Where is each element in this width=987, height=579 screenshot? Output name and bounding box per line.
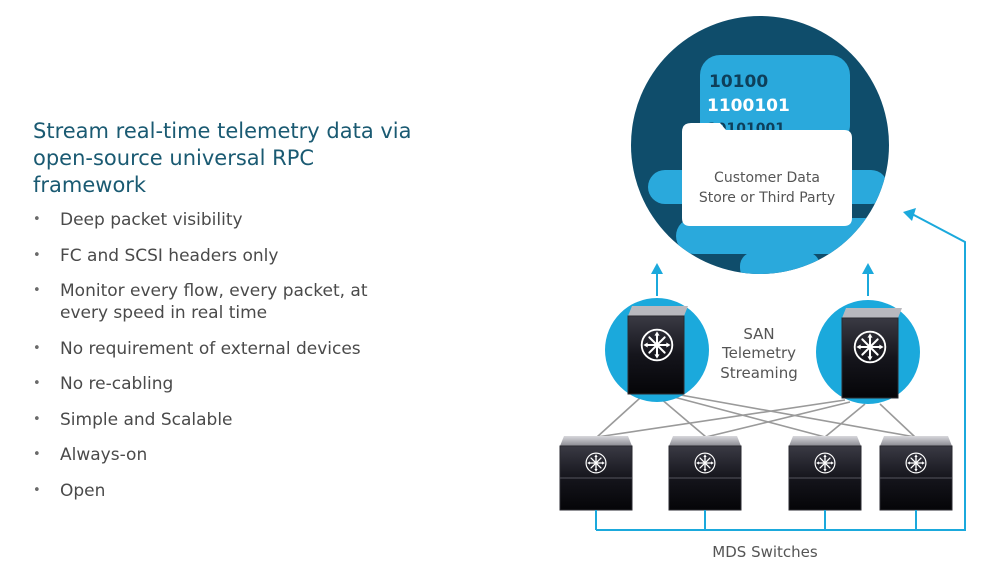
bullet-dot: • [33,283,41,298]
data-store-label-line-1: Customer Data [714,170,820,186]
bullet-dot: • [33,212,41,227]
binary-row-1: 10100 [709,72,768,92]
data-store-cloud: 10100 1100101 10101001 Customer Data Sto… [631,16,889,274]
list-item: •Always-on [33,445,148,465]
director-switch-right [816,300,920,404]
switch-logo-icon [905,452,927,474]
return-arrow-head-icon [903,208,916,221]
telemetry-label-line-1: SAN [743,325,774,343]
bullet-dot: • [33,247,41,263]
uplink-arrows [651,263,874,296]
headline-line-3: framework [33,173,147,197]
switch-logo-icon [694,452,716,474]
bullet-dot: • [33,447,41,462]
arrow-head-icon [651,263,663,274]
mds-switches-label: MDS Switches [712,543,818,561]
bullet-dot: • [33,376,41,391]
list-item: •No re-cabling [33,374,174,394]
bullet-dot: • [33,340,41,356]
switch-logo-icon [585,452,607,474]
list-item: •FC and SCSI headers only [33,245,279,266]
telemetry-label-line-2: Telemetry [721,344,796,362]
bullet-dot: • [33,411,41,427]
switch-collector-path [595,213,966,531]
bullet-dot: • [33,482,41,498]
list-item: •Open [33,480,106,501]
switch-logo-icon [814,452,836,474]
headline-line-2: open-source universal RPC [33,146,315,170]
mds-switch-1 [559,436,633,511]
arrow-head-icon [862,263,874,274]
director-logo-icon [853,330,887,364]
list-item: •Simple and Scalable [33,409,233,430]
fabric-mesh [596,393,916,438]
headline: Stream real-time telemetry data via open… [33,118,453,199]
mds-switch-4 [879,436,953,511]
mds-switch-2 [668,436,742,511]
binary-row-2: 1100101 [707,96,790,116]
list-item: •Deep packet visibility [33,210,243,230]
telemetry-label-line-3: Streaming [720,364,797,382]
director-switch-left [605,298,709,402]
data-store-label-line-2: Store or Third Party [699,190,835,206]
headline-line-1: Stream real-time telemetry data via [33,119,412,143]
mds-switch-3 [788,436,862,511]
director-logo-icon [640,328,674,362]
feature-list: •Deep packet visibility •FC and SCSI hea… [33,209,453,515]
list-item: •No requirement of external devices [33,338,361,359]
data-store-folder [682,123,852,226]
